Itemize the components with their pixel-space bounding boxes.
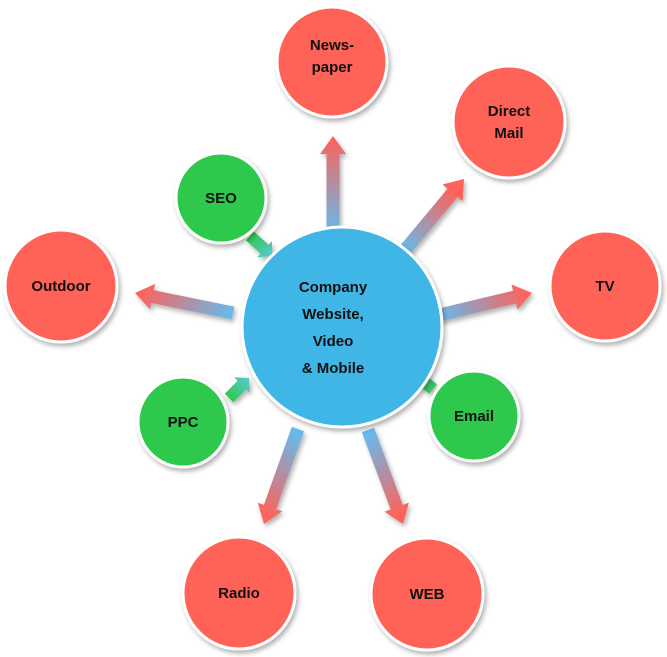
label-line: & Mobile (302, 360, 365, 377)
arrow-to-direct-mail (395, 179, 464, 261)
arrow-to-web (361, 427, 409, 524)
label-line: paper (312, 59, 353, 76)
outlet-newspaper: News-paper (275, 5, 389, 119)
label-line: Outdoor (31, 278, 90, 295)
label-line: Radio (218, 585, 260, 602)
label-line: WEB (410, 586, 445, 603)
label-line: PPC (168, 414, 199, 431)
label-line: Website, (302, 306, 363, 323)
arrow-to-radio (257, 426, 305, 524)
arrow-from-ppc (224, 377, 250, 403)
newspaper-label: News-paper (310, 37, 354, 76)
label-line: SEO (205, 190, 237, 207)
label-line: Email (454, 408, 494, 425)
label-line: Mail (494, 125, 523, 142)
ppc-label: PPC (168, 414, 199, 431)
label-line: Video (313, 333, 354, 350)
outlet-web: WEB (369, 536, 485, 652)
seo-label: SEO (205, 190, 237, 207)
outlet-radio: Radio (181, 535, 297, 651)
arrow-to-outdoor (135, 283, 235, 320)
source-email: Email (427, 369, 521, 463)
arrow-to-tv (433, 284, 532, 323)
arrow-to-newspaper (320, 136, 346, 230)
label-line: News- (310, 37, 354, 54)
email-label: Email (454, 408, 494, 425)
radio-label: Radio (218, 585, 260, 602)
tv-label: TV (595, 278, 614, 295)
label-line: Company (299, 279, 368, 296)
label-line: TV (595, 278, 614, 295)
outlet-tv: TV (548, 229, 662, 343)
source-seo: SEO (174, 151, 268, 245)
arrow-from-seo (246, 231, 272, 258)
web-label: WEB (410, 586, 445, 603)
outlet-outdoor: Outdoor (3, 228, 119, 344)
label-line: Direct (488, 103, 531, 120)
source-ppc: PPC (136, 375, 230, 469)
outdoor-label: Outdoor (31, 278, 90, 295)
